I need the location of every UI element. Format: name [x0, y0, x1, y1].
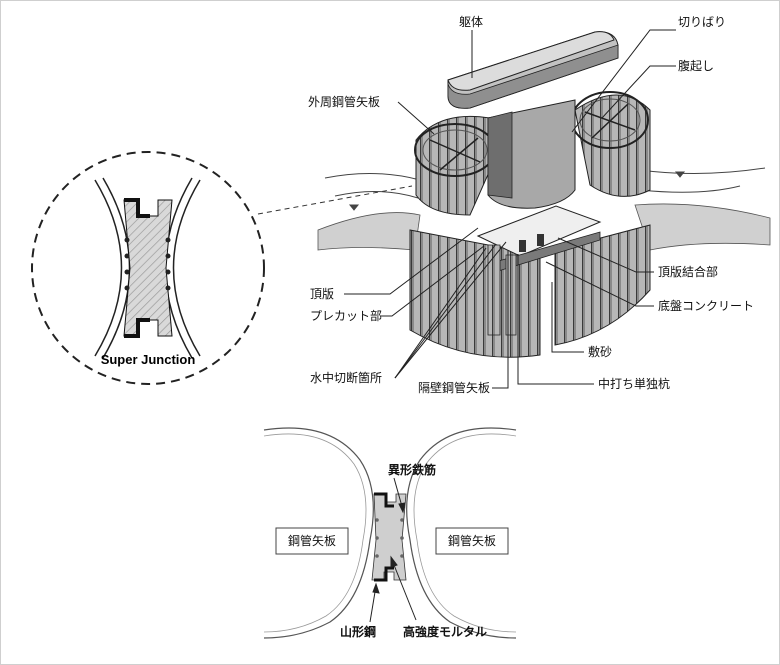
label-gaishu-kokan: 外周鋼管矢板: [308, 94, 380, 109]
label-kutai: 躯体: [459, 14, 483, 29]
label-haraokoshi: 腹起し: [678, 59, 714, 73]
label-kokan-right: 鋼管矢板: [448, 533, 496, 548]
label-precut: プレカット部: [310, 308, 382, 323]
label-kakuheki: 隔壁鋼管矢板: [418, 380, 490, 395]
label-suichu: 水中切断箇所: [310, 370, 382, 385]
label-nakauchi: 中打ち単独杭: [598, 376, 670, 391]
super-junction-label: Super Junction: [101, 352, 196, 367]
label-chouban-ketsugo: 頂版結合部: [658, 264, 718, 279]
joint-cross-section: [263, 427, 517, 639]
label-kokan-left: 鋼管矢板: [288, 533, 336, 548]
label-shikizuna: 敷砂: [588, 344, 612, 359]
label-mortar: 高強度モルタル: [403, 624, 487, 639]
detail-leader-line: [257, 185, 413, 215]
super-junction-detail: Super Junction: [31, 151, 265, 385]
leader-lines: [344, 29, 676, 389]
label-chouban: 頂版: [310, 287, 334, 301]
label-kiribari: 切りばり: [678, 15, 726, 29]
label-ikei-tekkin: 異形鉄筋: [388, 462, 436, 477]
label-teiban: 底盤コンクリート: [658, 298, 754, 313]
label-sankei: 山形鋼: [340, 624, 376, 639]
